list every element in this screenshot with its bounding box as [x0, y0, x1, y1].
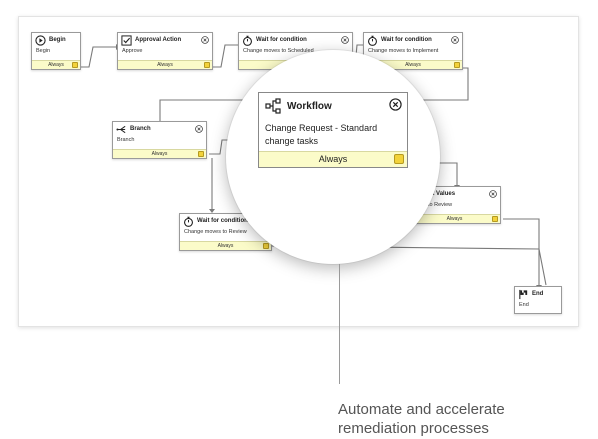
flag-icon	[519, 289, 528, 299]
node-header: Wait for condition	[180, 214, 271, 228]
branch-icon	[116, 125, 126, 133]
caption: Automate and accelerate remediation proc…	[338, 400, 505, 438]
node-workflow[interactable]: Workflow Change Request - Standard chang…	[258, 92, 408, 168]
node-title: Wait for condition	[197, 218, 248, 224]
workflow-icon	[265, 98, 281, 114]
close-icon[interactable]	[195, 125, 203, 133]
node-subtitle: End	[519, 302, 529, 308]
node-header: Wait for condition	[364, 33, 462, 47]
node-wait-implement[interactable]: Wait for condition Change moves to Imple…	[363, 32, 463, 70]
caption-line-2: remediation processes	[338, 420, 489, 437]
node-begin[interactable]: Begin Begin Always	[31, 32, 81, 70]
callout-line	[339, 264, 340, 384]
node-header: Wait for condition	[239, 33, 352, 47]
node-condition: Always	[409, 214, 500, 223]
stopwatch-icon	[368, 35, 377, 46]
close-icon[interactable]	[389, 98, 402, 111]
play-icon	[35, 34, 46, 46]
node-header: Branch	[113, 122, 206, 136]
node-end[interactable]: End End	[514, 286, 562, 314]
node-header: Workflow	[265, 98, 332, 114]
node-header: Begin	[32, 33, 80, 47]
close-icon[interactable]	[201, 36, 209, 44]
close-icon[interactable]	[489, 190, 497, 198]
node-title: Approval Action	[135, 37, 182, 43]
output-port[interactable]	[394, 154, 404, 164]
node-subtitle: Change moves to Review	[184, 229, 247, 235]
output-port[interactable]	[198, 151, 204, 157]
node-subtitle: Change moves to Scheduled	[243, 48, 314, 54]
stopwatch-icon	[243, 35, 252, 46]
node-title: Branch	[130, 126, 151, 132]
stopwatch-icon	[184, 216, 193, 227]
node-subtitle: Move to Review	[413, 202, 453, 208]
node-title: Begin	[49, 37, 66, 43]
node-title: Set Values	[425, 191, 456, 197]
node-header: Approval Action	[118, 33, 212, 47]
close-icon[interactable]	[451, 36, 459, 44]
node-title: Workflow	[287, 100, 332, 112]
node-title: Wait for condition	[256, 37, 307, 43]
node-subtitle: Approve	[122, 48, 143, 54]
node-condition: Always	[32, 60, 80, 69]
node-subtitle: Branch	[117, 137, 135, 143]
node-condition: Always	[180, 241, 271, 250]
node-subtitle: Begin	[36, 48, 51, 54]
output-port[interactable]	[263, 243, 269, 249]
checkbox-icon	[121, 34, 132, 46]
node-title: End	[532, 291, 544, 297]
output-port[interactable]	[492, 216, 498, 222]
node-header: End	[515, 287, 561, 301]
output-port[interactable]	[204, 62, 210, 68]
node-subtitle: Change moves to Implement	[368, 48, 439, 54]
node-condition: Always	[113, 149, 206, 158]
node-title: Wait for condition	[381, 37, 432, 43]
edge-begin-approval	[79, 46, 116, 68]
magnifier-lens: Workflow Change Request - Standard chang…	[226, 50, 440, 264]
node-condition: Always	[118, 60, 212, 69]
node-branch[interactable]: Branch Branch Always	[112, 121, 207, 159]
node-condition: Always	[364, 60, 462, 69]
edge-approval-wait-scheduled	[211, 44, 238, 68]
edge-set-values-end	[503, 218, 540, 285]
close-icon[interactable]	[341, 36, 349, 44]
output-port[interactable]	[454, 62, 460, 68]
node-subtitle: Change Request - Standard change tasks	[265, 123, 378, 146]
node-condition: Always	[259, 151, 407, 167]
output-port[interactable]	[72, 62, 78, 68]
node-approval-action[interactable]: Approval Action Approve Always	[117, 32, 213, 70]
caption-line-1: Automate and accelerate	[338, 401, 505, 418]
